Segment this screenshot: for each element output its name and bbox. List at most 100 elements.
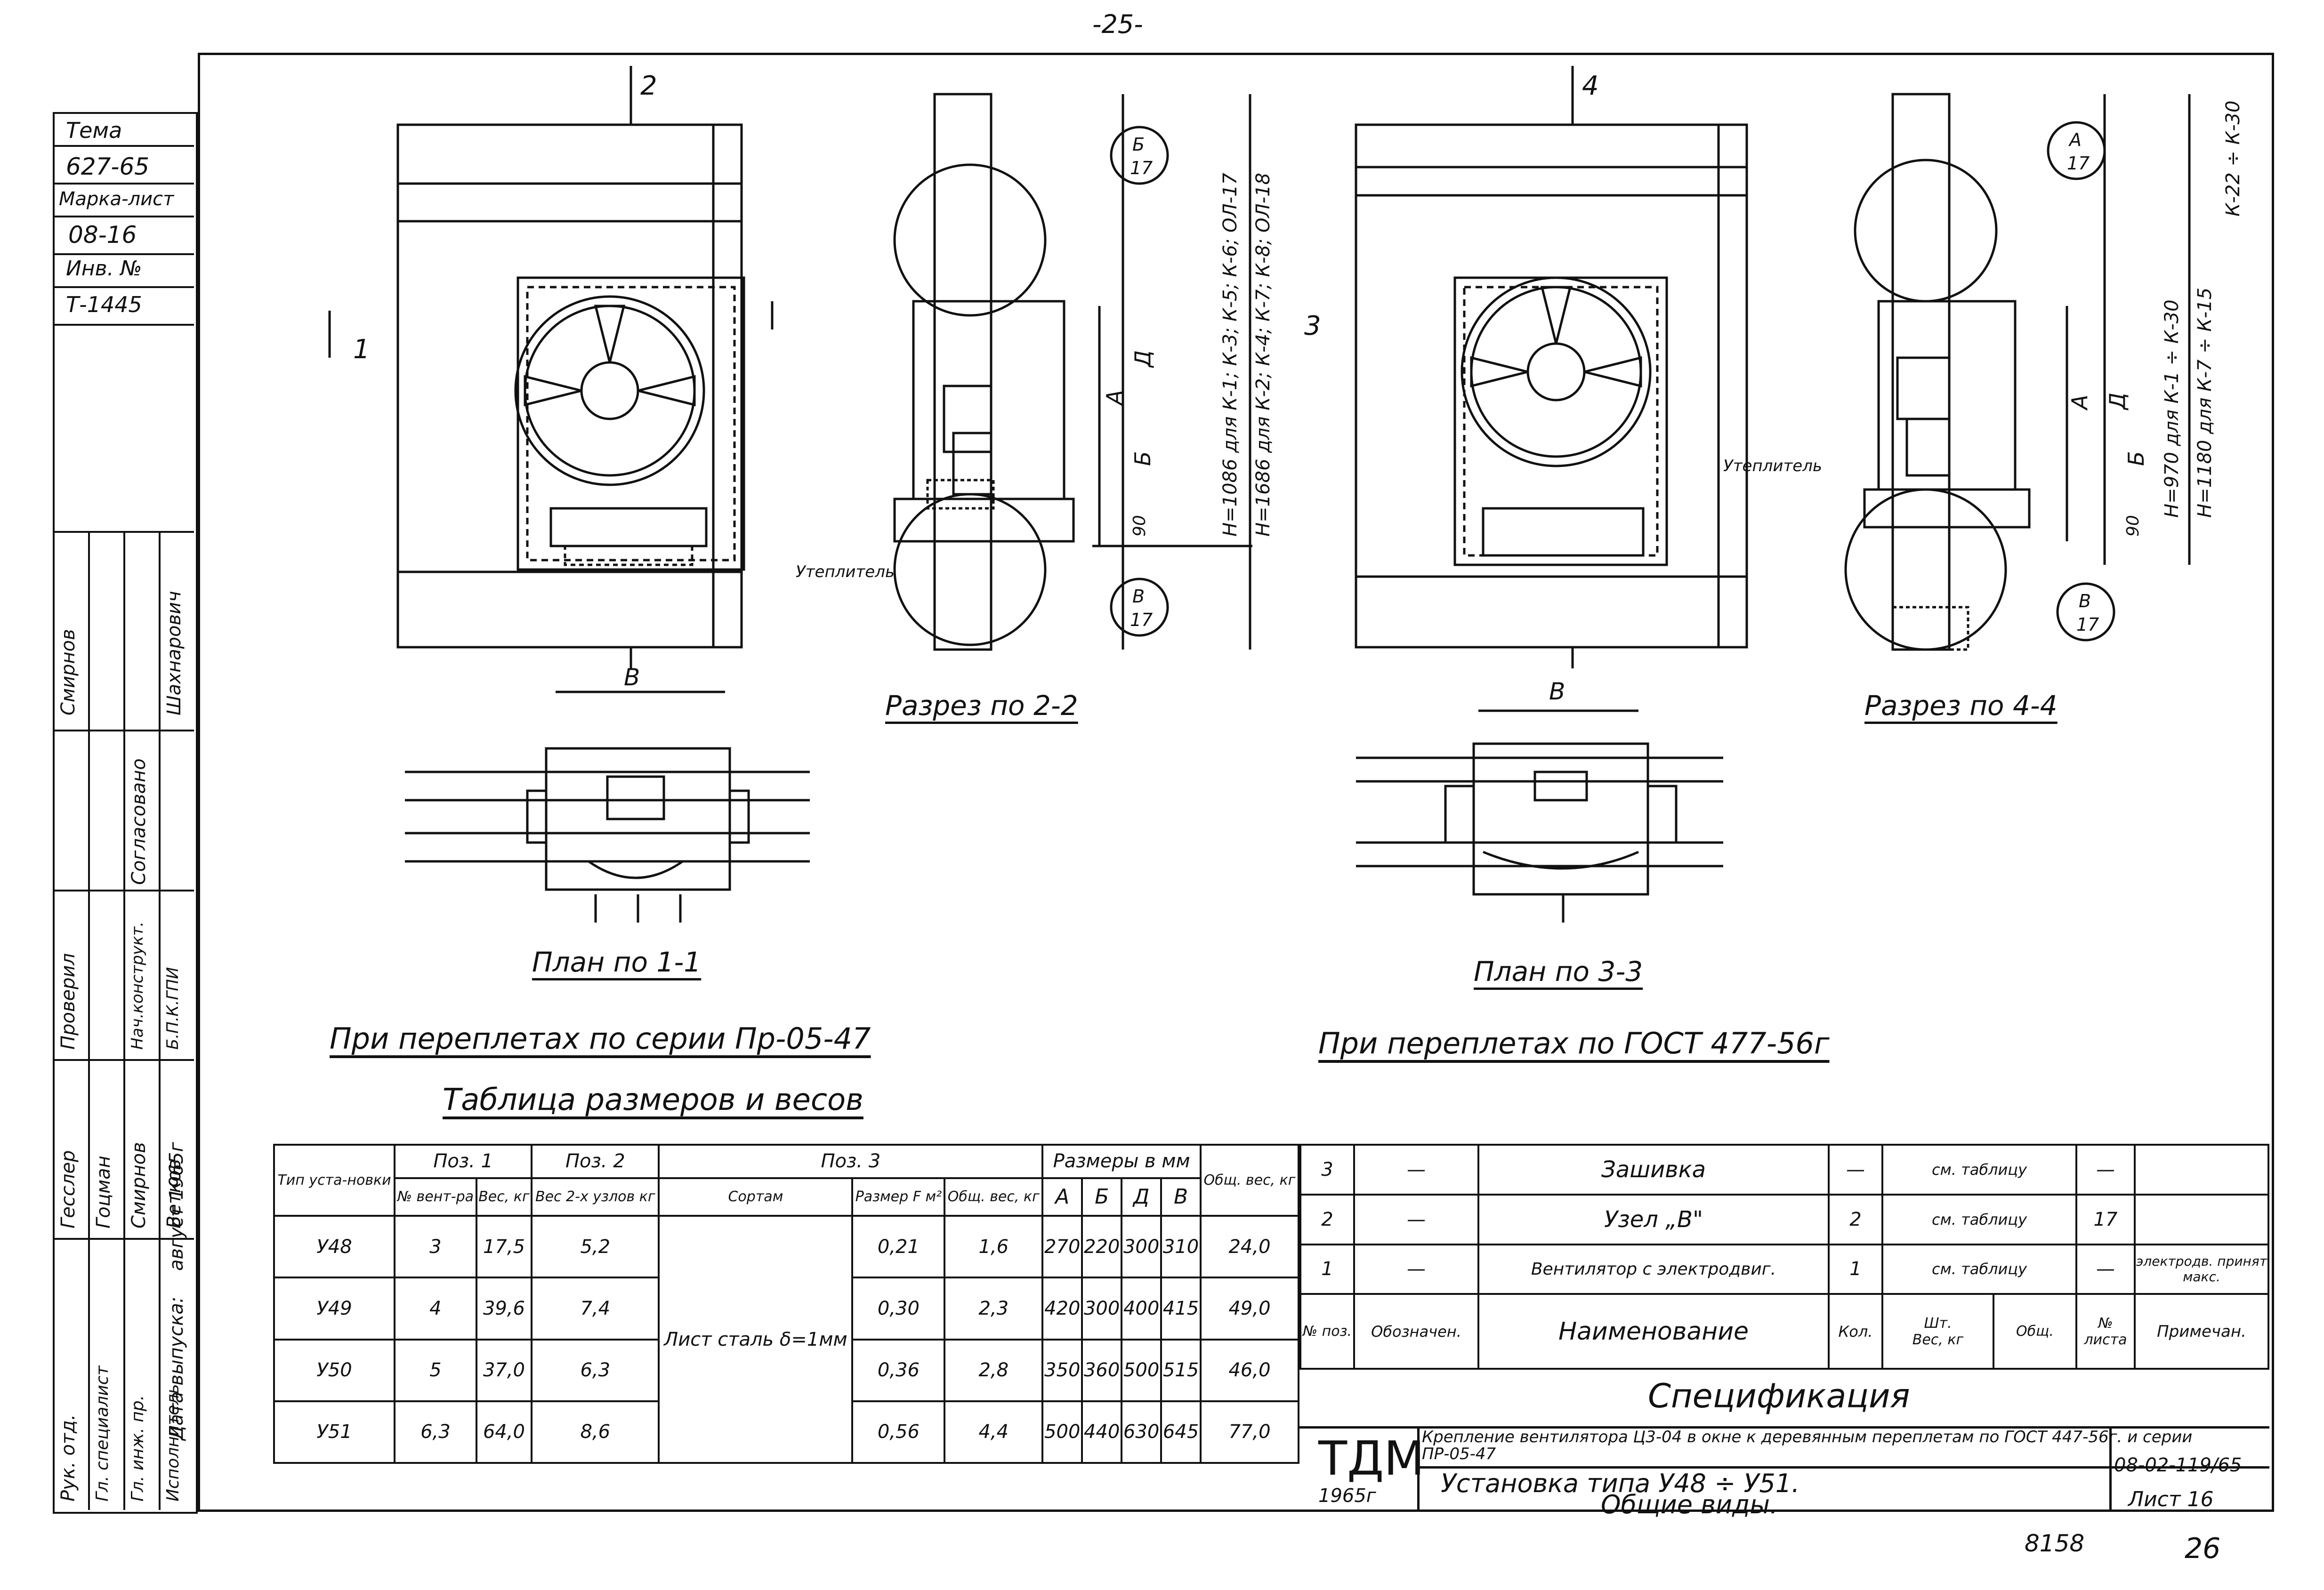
- title-block: [1299, 1426, 2269, 1510]
- stamp-marka-value: 08-16: [68, 221, 137, 249]
- th-sortam: Сортам: [658, 1177, 854, 1217]
- spec-header-weight-label: Вес, кг: [1912, 1331, 1964, 1348]
- left-section: [893, 93, 1252, 651]
- th-pos1: Поз. 1: [394, 1144, 533, 1179]
- bottom-page-number: 26: [2185, 1532, 2221, 1565]
- table-cell: 0,21: [851, 1215, 946, 1279]
- stamp-columns: [53, 532, 194, 1510]
- table-cell: 350: [1041, 1338, 1083, 1402]
- table-cell: 3: [394, 1215, 477, 1279]
- table-cell: 1,6: [944, 1215, 1044, 1279]
- table-cell: 630: [1121, 1400, 1162, 1464]
- spec-cell: —: [2075, 1144, 2136, 1196]
- spec-cell: см. таблицу: [1881, 1144, 2077, 1196]
- dim-d-left: Д: [1130, 350, 1155, 367]
- archive-number: 8158: [2025, 1530, 2085, 1557]
- callout-v-right-sheet: 17: [2076, 614, 2099, 635]
- spec-header-pos: № поз.: [1299, 1293, 1355, 1370]
- spec-cell: 3: [1299, 1144, 1355, 1196]
- right-views-title: При переплетах по ГОСТ 477-56г: [1318, 1026, 1830, 1060]
- stamp-tema-value: 627-65: [66, 153, 150, 180]
- th-sizes: Размеры в мм: [1041, 1144, 1202, 1179]
- table-cell: 49,0: [1200, 1277, 1299, 1341]
- stamp-inv-value: Т-1445: [66, 292, 142, 317]
- th-type: Тип уста-новки: [273, 1143, 396, 1217]
- spec-header-pcs-label: Шт.: [1924, 1315, 1952, 1332]
- left-elevation: [328, 66, 774, 668]
- th-total: Общ. вес, кг: [1200, 1143, 1299, 1217]
- th-b: Б: [1081, 1177, 1123, 1217]
- spec-table: 3 — Зашивка — см. таблицу — 2 — Узел „В"…: [1299, 1144, 2269, 1370]
- table-cell: 7,4: [531, 1277, 660, 1341]
- note-k-right: К-22 ÷ К-30: [2222, 100, 2244, 217]
- spec-cell: Узел „В": [1477, 1193, 1830, 1245]
- insulation-label-right: Утеплитель: [1723, 457, 1822, 475]
- spec-cell: —: [2075, 1243, 2136, 1295]
- right-section: [1844, 93, 2191, 651]
- callout-b-sheet: 17: [1130, 158, 1153, 178]
- callout-a: А: [2069, 129, 2082, 150]
- spec-cell: Зашивка: [1477, 1144, 1830, 1196]
- mark-2: 2: [640, 71, 657, 101]
- dim-v-left: В: [624, 664, 640, 691]
- spec-cell: см. таблицу: [1881, 1193, 2077, 1245]
- table-cell: 270: [1041, 1215, 1083, 1279]
- drawing-frame: [198, 53, 2274, 1512]
- spec-cell: —: [1353, 1193, 1479, 1245]
- th-d: Д: [1121, 1177, 1162, 1217]
- table-cell: 17,5: [475, 1215, 533, 1279]
- th-area: Размер F м²: [851, 1177, 946, 1217]
- note-h-left-2: Н=1686 для К-2; К-4; К-7; К-8; ОЛ-18: [1252, 173, 1274, 537]
- th-v: В: [1160, 1177, 1202, 1217]
- th-total3: Общ. вес, кг: [944, 1177, 1044, 1217]
- spec-cell: Вентилятор с электродвиг.: [1477, 1243, 1830, 1295]
- spec-cell: [2134, 1144, 2269, 1196]
- table-cell: У50: [273, 1338, 396, 1402]
- th-pos3: Поз. 3: [658, 1144, 1044, 1179]
- callout-b: Б: [1132, 134, 1145, 155]
- spec-header-designation: Обозначен.: [1353, 1293, 1479, 1370]
- spec-cell: —: [1353, 1144, 1479, 1196]
- table-cell: 5,2: [531, 1215, 660, 1279]
- dim-b-right: Б: [2123, 451, 2149, 466]
- mark-1: 1: [353, 334, 370, 365]
- callout-v-left: В: [1132, 586, 1145, 607]
- section-2-2-label: Разрез по 2-2: [885, 690, 1078, 722]
- table-cell: 64,0: [475, 1400, 533, 1464]
- table-cell: 46,0: [1200, 1338, 1299, 1402]
- table-cell: У48: [273, 1215, 396, 1279]
- dim-90-left: 90: [1130, 515, 1149, 537]
- title-description: Крепление вентилятора Ц3-04 в окне к дер…: [1422, 1428, 2193, 1463]
- callout-a-sheet: 17: [2067, 153, 2090, 174]
- spec-cell: см. таблицу: [1881, 1243, 2077, 1295]
- spec-cell: 2: [1828, 1193, 1883, 1245]
- title-install: Установка типа У48 ÷ У51.: [1441, 1469, 1800, 1498]
- title-org: ТДМ: [1318, 1431, 1425, 1486]
- table-cell: 310: [1160, 1215, 1202, 1279]
- spec-header-note: Примечан.: [2134, 1293, 2269, 1370]
- left-stamp: [53, 112, 198, 1514]
- title-year: 1965г: [1318, 1485, 1376, 1507]
- table-cell: 220: [1081, 1215, 1123, 1279]
- stamp-inv-label: Инв. №: [66, 257, 142, 281]
- table-cell: 37,0: [475, 1338, 533, 1402]
- table-cell: 24,0: [1200, 1215, 1299, 1279]
- table-cell: 5: [394, 1338, 477, 1402]
- left-plan: [405, 691, 810, 923]
- spec-header-qty: Кол.: [1828, 1293, 1883, 1370]
- spec-cell: —: [1828, 1144, 1883, 1196]
- page-number-top: -25-: [1092, 9, 1143, 39]
- left-views-title: При переплетах по серии Пр-05-47: [330, 1021, 871, 1056]
- spec-cell: 2: [1299, 1193, 1355, 1245]
- spec-cell: 1: [1828, 1243, 1883, 1295]
- mark-3: 3: [1304, 311, 1321, 341]
- spec-table-title: Спецификация: [1648, 1377, 1910, 1415]
- table-cell-sortament: Лист сталь δ=1мм: [658, 1215, 854, 1464]
- spec-cell: —: [1353, 1243, 1479, 1295]
- spec-cell: 1: [1299, 1243, 1355, 1295]
- spec-cell: 17: [2075, 1193, 2136, 1245]
- dim-a-right: А: [2067, 394, 2092, 410]
- table-cell: 500: [1041, 1400, 1083, 1464]
- title-code: 08-02-119/65: [2114, 1454, 2242, 1476]
- dim-90-right: 90: [2123, 515, 2143, 537]
